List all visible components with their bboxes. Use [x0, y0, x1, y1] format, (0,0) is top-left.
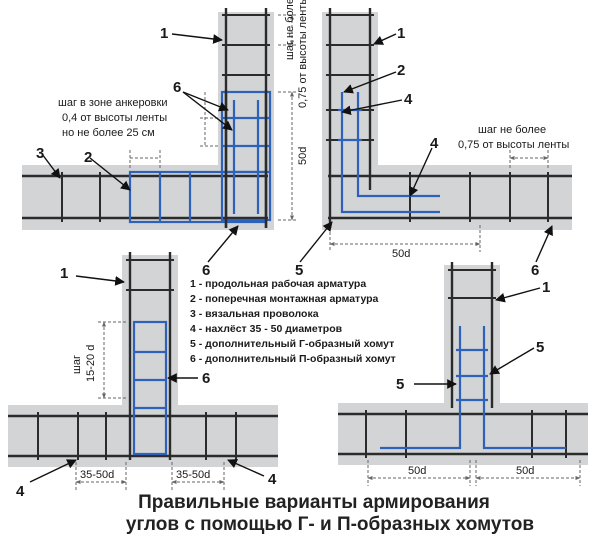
step-label-line-2: 15-20 d	[85, 345, 97, 382]
callout-2: 2	[397, 62, 405, 79]
callout-5-left: 5	[396, 376, 404, 393]
callout-1: 1	[397, 25, 405, 42]
callout-6: 6	[173, 79, 181, 96]
transverse-rebar-vertical	[222, 14, 270, 76]
dimension-left: 50d	[408, 465, 426, 477]
corner-l-right-drawing: 1 2 4 4 5 6 шаг не более 0,75 от высоты …	[295, 8, 572, 279]
callout-arrows	[41, 33, 239, 263]
callout-2: 2	[84, 149, 92, 166]
callout-6: 6	[531, 262, 539, 279]
dimension-right: 35-50d	[176, 469, 210, 481]
dimension-guides	[329, 150, 549, 252]
callout-6-bottom: 6	[202, 262, 210, 279]
legend-item-3: 3 - вязальная проволока	[190, 308, 319, 320]
callout-5: 5	[295, 262, 303, 279]
callout-6: 6	[202, 370, 210, 387]
vertical-step-line-1: шаг не более	[284, 0, 296, 60]
anchor-step-line-3: но не более 25 см	[62, 127, 155, 139]
title-line-2: углов с помощью Г- и П-образных хомутов	[126, 514, 534, 535]
dimension-right: 50d	[516, 465, 534, 477]
anchor-step-line-1: шаг в зоне анкеровки	[58, 97, 167, 109]
step-line-2: 0,75 от высоты ленты	[458, 139, 569, 151]
dimension-guides	[129, 14, 298, 221]
callout-5-right: 5	[536, 339, 544, 356]
callout-arrows	[299, 33, 553, 263]
dimension-left: 35-50d	[80, 469, 114, 481]
transverse-rebar	[365, 269, 567, 458]
callout-4-right: 4	[268, 471, 277, 488]
l-shaped-stirrups	[380, 326, 566, 450]
callout-4: 4	[404, 91, 413, 108]
horizontal-concrete-strip	[322, 165, 572, 230]
p-shaped-stirrups	[128, 90, 272, 224]
callout-3: 3	[36, 145, 44, 162]
step-line-1: шаг не более	[478, 124, 546, 136]
legend-item-1: 1 - продольная рабочая арматура	[190, 278, 366, 290]
callout-1: 1	[60, 265, 68, 282]
p-shaped-stirrups	[132, 320, 168, 456]
longitudinal-rebar	[8, 252, 278, 460]
vertical-step-line-2: 0,75 от высоты ленты	[297, 0, 309, 108]
longitudinal-rebar-overlay	[224, 90, 268, 228]
callout-arrows	[29, 275, 265, 483]
title-line-1: Правильные варианты армирования	[138, 492, 490, 513]
callout-1: 1	[160, 25, 168, 42]
t-junction-left-drawing: 1 6 4 4 шаг 15-20 d 35-50d 35-50d	[8, 252, 278, 500]
step-label-line-1: шаг	[71, 355, 83, 374]
anchor-step-line-2: 0,4 от высоты ленты	[62, 112, 167, 124]
horizontal-concrete-strip	[338, 403, 588, 465]
longitudinal-rebar	[338, 262, 588, 456]
legend-item-2: 2 - поперечная монтажная арматура	[190, 293, 379, 305]
legend-item-5: 5 - дополнительный Г-образный хомут	[190, 338, 394, 350]
callout-1: 1	[542, 279, 550, 296]
dimension-guides	[75, 321, 225, 490]
callout-4-lower: 4	[430, 135, 439, 152]
t-junction-right-drawing: 1 5 5 50d 50d	[338, 262, 588, 486]
horizontal-concrete-strip	[8, 405, 278, 467]
callout-4-left: 4	[16, 483, 25, 500]
dimension-50d-vertical: 50d	[297, 147, 309, 165]
dimension-guides	[367, 460, 581, 486]
transverse-rebar	[37, 259, 237, 460]
legend: 1 - продольная рабочая арматура 2 - попе…	[190, 278, 396, 365]
dimension-50d: 50d	[392, 248, 410, 260]
callout-arrows	[414, 287, 541, 389]
corner-l-left-drawing: 1 6 3 2 6 шаг в зоне анкеровки 0,4 от вы…	[22, 0, 309, 279]
legend-item-4: 4 - нахлёст 35 - 50 диаметров	[190, 323, 343, 335]
legend-item-6: 6 - дополнительный П-образный хомут	[190, 353, 396, 365]
